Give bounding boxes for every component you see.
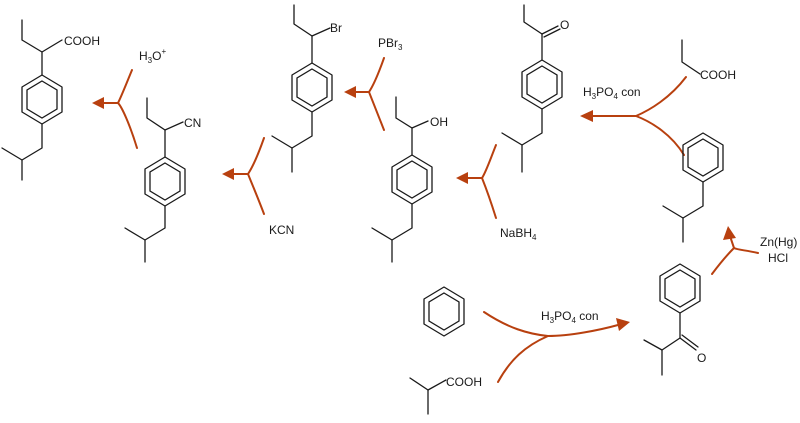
arrow-acylation-top xyxy=(580,76,687,156)
label-oh: OH xyxy=(430,115,448,129)
label-zn-hg: Zn(Hg) xyxy=(760,235,797,249)
molecule-isobutyric-acid: COOH xyxy=(409,375,482,415)
label-br: Br xyxy=(330,21,342,35)
svg-text:NaBH4: NaBH4 xyxy=(500,226,537,242)
molecule-isobutylbenzene xyxy=(662,132,724,243)
arrow-hydrolysis xyxy=(92,69,138,149)
svg-text:H3PO4 con: H3PO4 con xyxy=(541,309,599,325)
arrow-cyanation: KCN xyxy=(222,137,294,237)
label-hcl: HCl xyxy=(768,251,788,265)
label-cooh-isobutyric: COOH xyxy=(446,375,482,389)
svg-text:PBr3: PBr3 xyxy=(378,36,403,52)
arrow-acylation-bottom: H3PO4 con xyxy=(483,309,630,383)
molecule-ibuprofen: COOH xyxy=(1,19,100,181)
molecule-isobutyrophenone: O xyxy=(643,263,706,376)
arrow-bromination xyxy=(344,57,385,131)
molecule-nitrile: CN xyxy=(124,97,201,263)
molecule-propanoic-acid: COOH xyxy=(681,39,736,82)
reagent-h3o: H3O+ xyxy=(139,47,166,65)
reagent-pbr3: PBr3 xyxy=(378,36,403,52)
label-ketone2-o: O xyxy=(697,351,706,365)
label-kcn: KCN xyxy=(269,223,294,237)
svg-text:H3PO4 con: H3PO4 con xyxy=(583,85,641,101)
reagent-h3po4-top: H3PO4 con xyxy=(583,85,641,101)
molecule-alcohol: OH xyxy=(371,96,448,263)
label-cooh-propanoic: COOH xyxy=(700,68,736,82)
label-cooh-ibuprofen: COOH xyxy=(64,34,100,48)
molecule-benzene xyxy=(423,286,465,337)
molecule-bromide: Br xyxy=(271,4,342,173)
svg-text:H3O+: H3O+ xyxy=(139,47,166,65)
label-cn: CN xyxy=(184,116,201,130)
molecule-aryl-ketone: O xyxy=(501,4,569,173)
arrow-clemmensen: Zn(Hg) HCl xyxy=(711,226,797,275)
arrow-reduction: NaBH4 xyxy=(456,144,537,242)
label-ketone-o: O xyxy=(560,18,569,32)
